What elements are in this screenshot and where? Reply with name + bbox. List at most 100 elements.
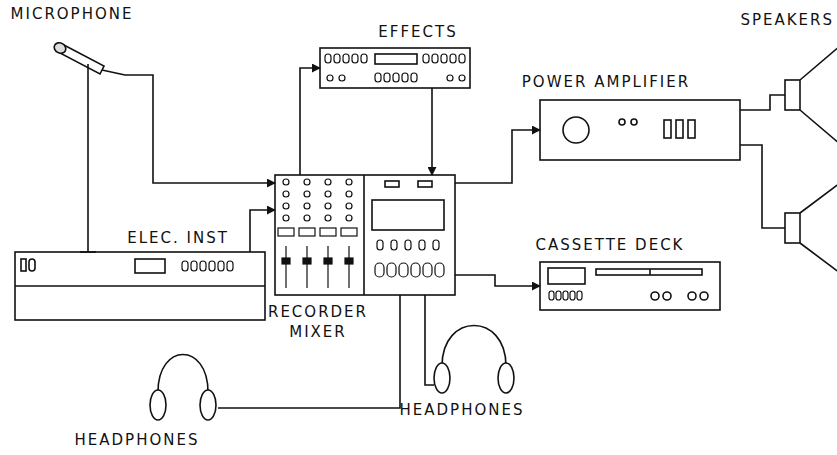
button: [391, 240, 397, 250]
button: [577, 291, 582, 300]
device-node: ELEC. INST: [15, 252, 265, 320]
signal-cable: [455, 130, 540, 183]
button: [375, 263, 384, 277]
device-node: RECORDER MIXER: [275, 175, 455, 295]
knob: [304, 203, 310, 209]
knob: [283, 179, 289, 185]
button: [549, 291, 554, 300]
button: [200, 261, 206, 271]
fader-slot: [285, 246, 286, 288]
device-node: SPEAKERS: [785, 78, 837, 275]
button: [423, 54, 429, 63]
speaker-drawing: [785, 46, 837, 273]
button: [334, 54, 340, 63]
signal-cable: [455, 275, 540, 286]
recorder-mixer-drawing: [275, 175, 455, 295]
button: [432, 54, 438, 63]
device-node: CASSETTE DECK: [540, 262, 720, 310]
fader-slot: [327, 246, 328, 288]
knob: [304, 215, 310, 221]
knob: [346, 215, 352, 221]
button: [387, 263, 396, 277]
device-label: MICROPHONE: [11, 4, 134, 24]
meter: [278, 228, 294, 236]
button: [361, 54, 367, 63]
device-node: HEADPHONES: [150, 350, 218, 422]
knob: [346, 179, 352, 185]
device-label: EFFECTS: [378, 22, 457, 42]
device-node: POWER AMPLIFIER: [540, 100, 740, 160]
fader-slot: [348, 246, 349, 288]
signal-cable: [425, 295, 434, 385]
device-node: MICROPHONE: [55, 35, 125, 260]
knob: [325, 191, 331, 197]
meter: [341, 228, 357, 236]
knob: [325, 215, 331, 221]
meter: [320, 228, 336, 236]
button: [459, 54, 465, 63]
button: [435, 263, 444, 277]
fader-knob: [303, 258, 311, 264]
fader-slot: [306, 246, 307, 288]
knob: [304, 191, 310, 197]
knob: [346, 203, 352, 209]
button: [570, 291, 575, 300]
device-label: RECORDER MIXER: [262, 302, 374, 342]
fader-knob: [345, 258, 353, 264]
knob: [339, 75, 345, 81]
button: [377, 240, 383, 250]
knob: [325, 203, 331, 209]
knob: [325, 179, 331, 185]
device-label: HEADPHONES: [400, 400, 525, 420]
button: [411, 73, 417, 82]
knob: [283, 203, 289, 209]
button: [182, 261, 188, 271]
button: [563, 291, 568, 300]
button: [352, 54, 358, 63]
button: [419, 240, 425, 250]
device-label: POWER AMPLIFIER: [522, 72, 690, 92]
knob: [327, 75, 333, 81]
knob: [283, 191, 289, 197]
button: [343, 54, 349, 63]
button: [218, 261, 224, 271]
microphone-drawing: [52, 41, 125, 252]
signal-cable: [300, 68, 320, 175]
button: [423, 263, 432, 277]
electronic-instrument-drawing: [15, 252, 265, 320]
effects-unit-drawing: [320, 48, 470, 88]
button: [191, 261, 197, 271]
knob: [346, 191, 352, 197]
button: [556, 291, 561, 300]
button: [433, 240, 439, 250]
device-node: EFFECTS: [320, 48, 470, 88]
button: [227, 261, 233, 271]
button: [209, 261, 215, 271]
signal-cable: [218, 295, 400, 408]
device-label: CASSETTE DECK: [536, 235, 685, 255]
button: [393, 73, 399, 82]
knob: [304, 179, 310, 185]
button: [375, 73, 381, 82]
knob: [283, 215, 289, 221]
device-label: ELEC. INST: [127, 228, 229, 248]
signal-cable: [250, 210, 275, 252]
signal-cable: [125, 75, 275, 183]
button: [405, 240, 411, 250]
power-amplifier-drawing: [540, 100, 740, 160]
fader-knob: [282, 258, 290, 264]
button: [450, 54, 456, 63]
knob: [447, 75, 453, 81]
knob: [459, 75, 465, 81]
button: [399, 263, 408, 277]
fader-knob: [324, 258, 332, 264]
button: [441, 54, 447, 63]
device-label: SPEAKERS: [740, 10, 834, 30]
button: [411, 263, 420, 277]
device-node: HEADPHONES: [434, 322, 514, 394]
button: [402, 73, 408, 82]
meter: [299, 228, 315, 236]
signal-cable: [431, 88, 433, 175]
signal-cable: [740, 95, 785, 228]
